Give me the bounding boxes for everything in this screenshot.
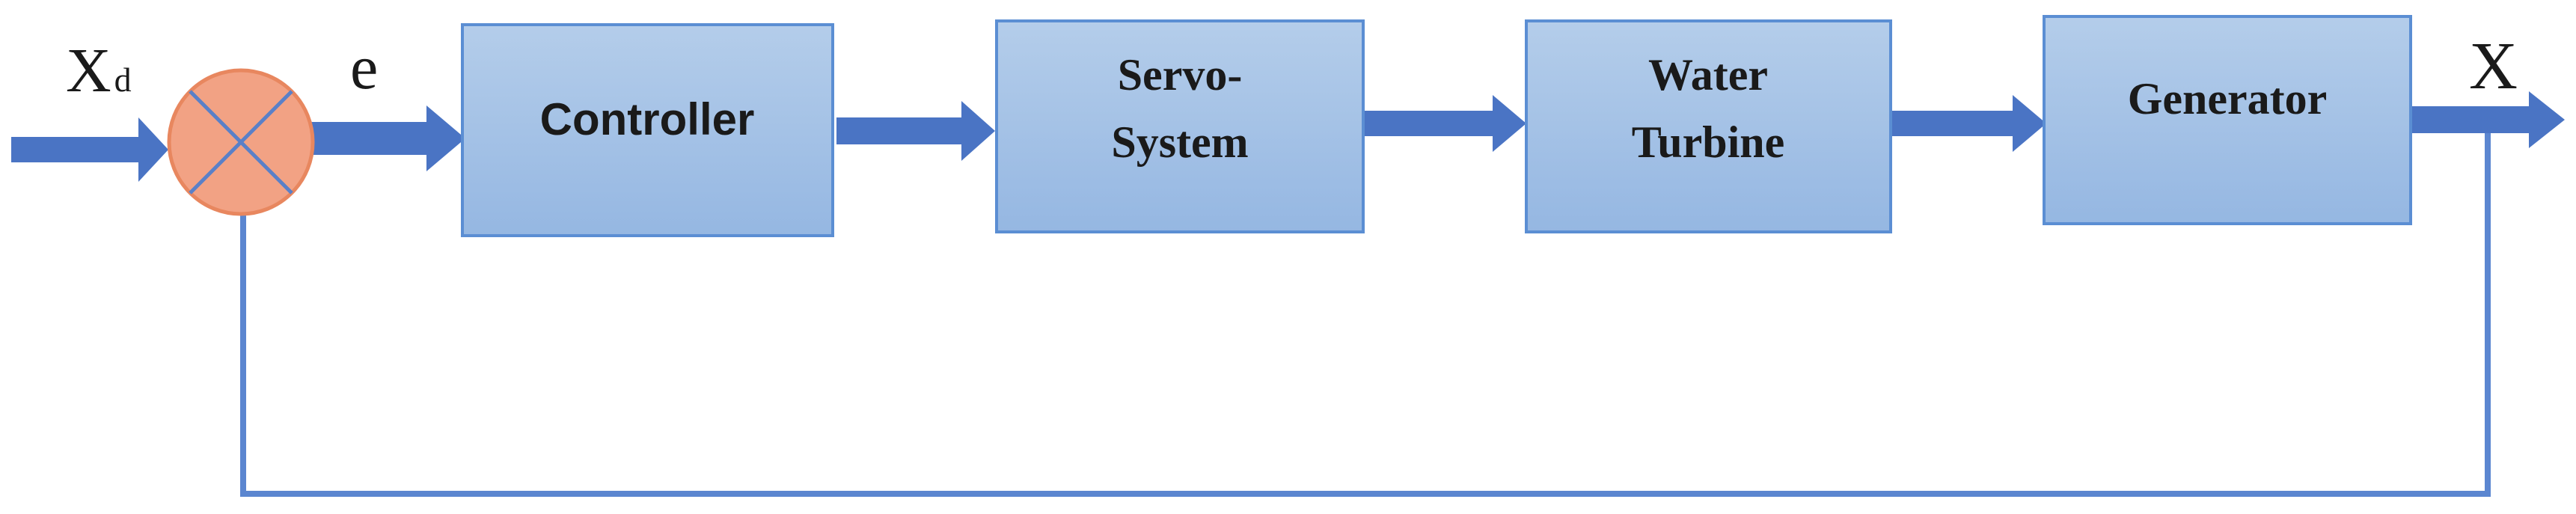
turbine-label-line-1: Water	[1648, 50, 1768, 100]
generator-block: Generator	[2043, 15, 2412, 225]
servo-label-line-1: Servo-	[1118, 50, 1243, 100]
controller-label: Controller	[540, 94, 755, 144]
servo-label-line-2: System	[1111, 117, 1248, 167]
servo-to-turbine-arrow	[1365, 95, 1526, 152]
generator-label: Generator	[2128, 74, 2328, 123]
servo-system-block: Servo- System	[995, 19, 1365, 233]
output-arrow	[2411, 91, 2565, 148]
output-signal-label: X	[2469, 29, 2518, 103]
error-signal-label: e	[350, 33, 378, 103]
input-arrow	[11, 117, 168, 182]
feedback-line	[240, 131, 2491, 497]
controller-to-servo-arrow	[836, 101, 995, 161]
turbine-to-generator-arrow	[1887, 95, 2046, 152]
summing-junction	[167, 68, 315, 216]
input-signal-label: Xd	[66, 36, 132, 105]
error-arrow	[310, 105, 465, 171]
turbine-label-line-2: Turbine	[1632, 117, 1785, 167]
water-turbine-block: Water Turbine	[1525, 19, 1892, 233]
controller-block: Controller	[461, 23, 834, 237]
